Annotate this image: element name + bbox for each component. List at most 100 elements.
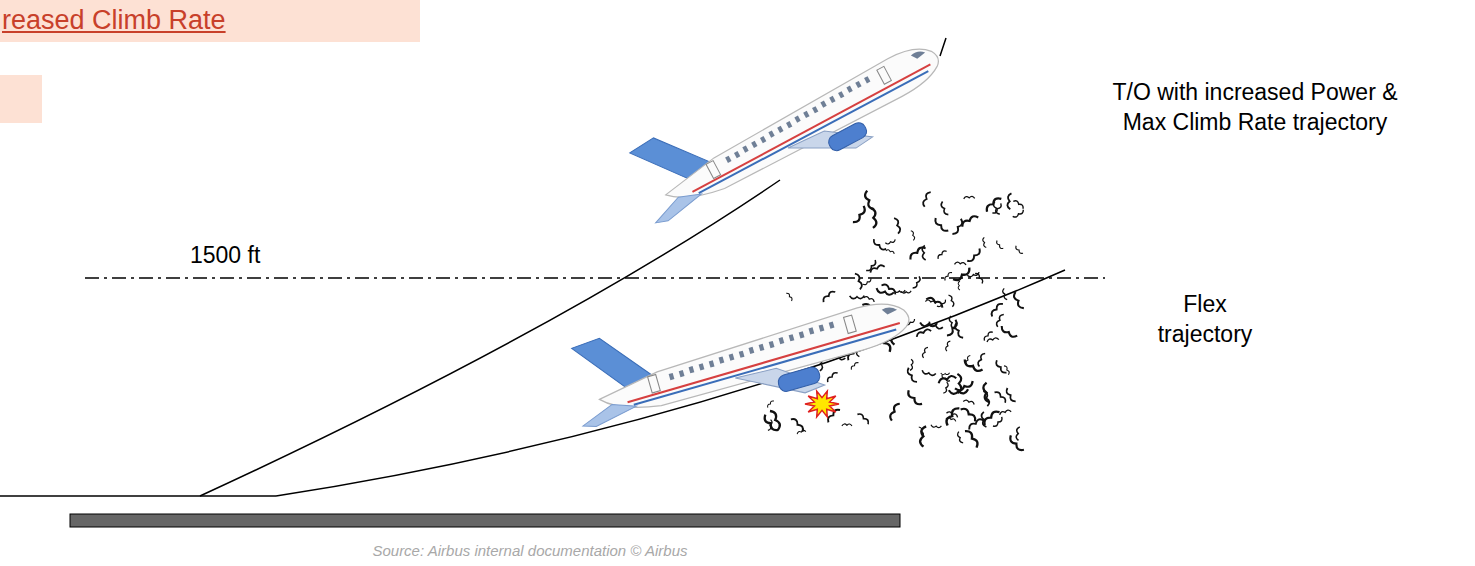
bird: [987, 337, 999, 342]
bird: [1000, 326, 1017, 339]
bird: [983, 390, 990, 406]
bird: [960, 214, 978, 227]
bird: [944, 406, 959, 426]
bird: [791, 417, 805, 432]
bird: [911, 230, 915, 240]
bird: [967, 248, 982, 263]
altitude-line: [85, 277, 1105, 278]
bird: [949, 389, 968, 394]
bird-strike-burst: [805, 391, 839, 417]
bird: [1013, 210, 1025, 218]
bird: [982, 237, 986, 248]
bird: [850, 361, 858, 369]
bird: [886, 249, 895, 254]
bird: [921, 347, 927, 358]
bird: [963, 399, 975, 404]
bird: [952, 219, 964, 236]
bird: [945, 340, 950, 351]
bird: [1007, 193, 1011, 209]
bird: [822, 290, 836, 302]
bird: [889, 402, 900, 420]
climbing-airliner: [620, 2, 957, 247]
bird: [767, 400, 774, 408]
trajectory-tick: [940, 38, 946, 56]
bird: [919, 426, 926, 447]
bird: [1004, 365, 1010, 375]
bird: [944, 271, 952, 280]
bird: [871, 208, 877, 228]
bird: [975, 272, 984, 283]
bird: [994, 360, 1006, 374]
bird: [1002, 288, 1007, 300]
bird: [885, 239, 896, 244]
bird: [941, 375, 950, 382]
bird: [882, 283, 898, 295]
bird: [967, 417, 983, 429]
bird: [990, 302, 1003, 317]
bird: [958, 281, 960, 290]
bird: [853, 206, 867, 224]
source-caption: Source: Airbus internal documentation © …: [300, 542, 760, 559]
bird: [995, 313, 1004, 327]
bird: [1008, 435, 1024, 452]
bird: [908, 245, 925, 259]
bird: [1015, 246, 1023, 255]
flex-airliner: [561, 255, 921, 454]
bird: [999, 409, 1011, 414]
bird: [922, 370, 936, 376]
runway: [70, 514, 900, 527]
bird: [982, 409, 999, 425]
bird: [855, 273, 863, 290]
bird: [910, 359, 913, 370]
bird: [826, 371, 838, 382]
climb-trajectory: [200, 180, 780, 496]
header-box: [0, 75, 42, 123]
bird: [864, 191, 875, 211]
bird: [964, 196, 975, 199]
bird: [857, 412, 870, 424]
bird: [1012, 292, 1024, 310]
bird: [954, 323, 964, 339]
bird: [786, 292, 793, 301]
bird: [948, 316, 955, 329]
bird: [1005, 388, 1016, 403]
bird: [872, 239, 886, 251]
bird: [957, 432, 964, 444]
altitude-label: 1500 ft: [190, 241, 310, 271]
trajectory-label: Flex trajectory: [1145, 290, 1265, 350]
bird: [863, 278, 872, 286]
bird: [864, 296, 875, 302]
bird: [940, 202, 948, 216]
bird: [981, 412, 987, 428]
bird: [933, 218, 948, 233]
bird: [941, 373, 950, 375]
bird: [925, 299, 936, 303]
bird: [937, 300, 947, 308]
bird: [995, 240, 1003, 249]
bird: [993, 417, 1004, 428]
bird: [922, 191, 931, 207]
bird: [965, 429, 980, 448]
slide-heading: reased Climb Rate: [2, 4, 416, 36]
bird: [943, 382, 949, 394]
trajectory-label: T/O with increased Power & Max Climb Rat…: [1100, 78, 1410, 138]
header-box: reased Climb Rate: [0, 0, 420, 42]
bird: [961, 407, 978, 422]
bird: [937, 250, 947, 259]
bird: [906, 390, 922, 406]
bird: [894, 217, 901, 233]
bird: [1013, 199, 1024, 208]
bird: [992, 202, 999, 216]
bird: [967, 272, 979, 277]
bird: [866, 260, 877, 272]
bird: [906, 368, 917, 384]
bird: [770, 409, 782, 430]
ground-line: [0, 495, 276, 497]
bird: [931, 425, 942, 428]
bird: [928, 322, 943, 330]
bird: [916, 328, 932, 337]
bird: [949, 294, 955, 306]
bird: [954, 262, 966, 265]
bird: [797, 430, 806, 434]
bird: [953, 268, 971, 283]
